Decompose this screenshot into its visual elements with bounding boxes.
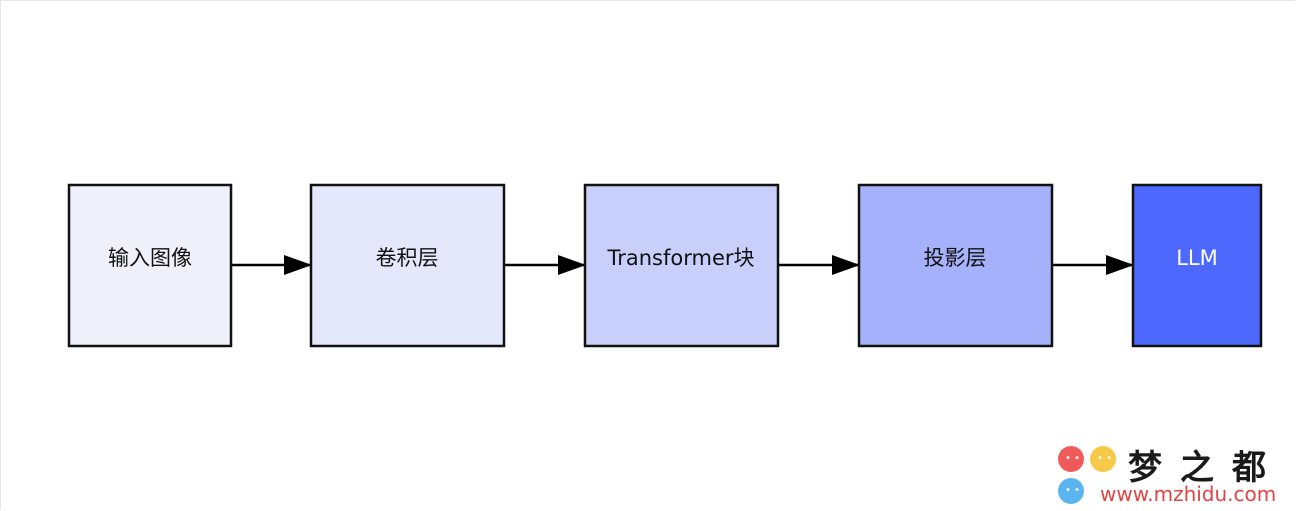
node-input-image: 输入图像	[67, 183, 233, 348]
node-projection-layer-label: 投影层	[924, 246, 987, 270]
logo-bubble-blue-icon: • •	[1058, 478, 1084, 504]
node-llm-label: LLM	[1176, 246, 1218, 270]
node-llm: LLM	[1131, 183, 1263, 348]
node-projection-layer: 投影层	[857, 183, 1054, 348]
node-transformer-block-label: Transformer块	[606, 246, 754, 270]
node-input-image-box	[67, 183, 233, 348]
logo-bubble-red-icon: • •	[1058, 446, 1084, 472]
node-llm-box	[1131, 183, 1263, 348]
watermark-title: 梦之都	[1128, 448, 1284, 488]
node-transformer-block-box	[583, 183, 780, 348]
node-projection-layer-box	[857, 183, 1054, 348]
node-transformer-block: Transformer块	[583, 183, 780, 348]
watermark-url: www.mzhidu.com	[1100, 482, 1277, 506]
node-conv-layer-box	[309, 183, 506, 348]
node-input-image-label: 输入图像	[108, 246, 192, 270]
logo-bubble-yellow-icon: • •	[1090, 446, 1116, 472]
node-conv-layer-label: 卷积层	[376, 246, 439, 270]
site-watermark: • • • • • • 梦之都 www.mzhidu.com	[1056, 442, 1292, 508]
node-conv-layer: 卷积层	[309, 183, 506, 348]
